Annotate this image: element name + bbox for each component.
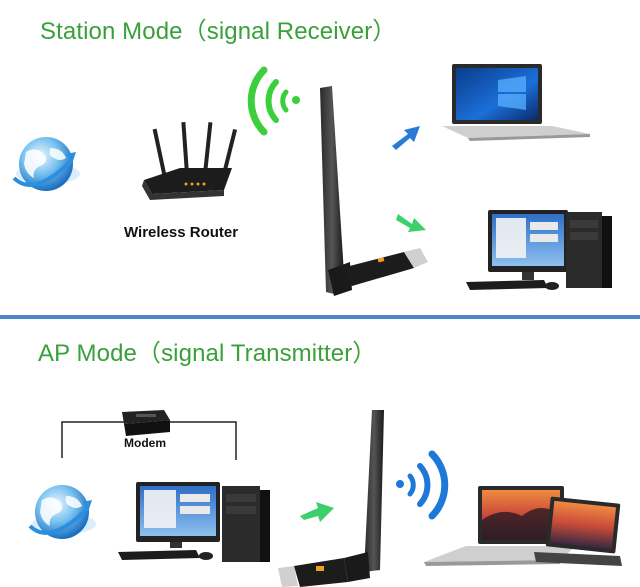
modem-connection-lines — [61, 421, 237, 460]
arrow-icon — [392, 126, 426, 232]
wifi-signal-icon — [247, 66, 300, 136]
ap-mode-title: AP Mode（signal Transmitter） — [38, 340, 377, 367]
laptop-icon — [442, 64, 590, 141]
modem-icon — [122, 410, 170, 436]
usb-wifi-adapter-icon — [278, 410, 384, 587]
arrow-icon — [300, 502, 334, 522]
station-mode-title: Station Mode（signal Receiver） — [40, 18, 397, 45]
wifi-signal-icon — [396, 450, 449, 520]
router-icon — [142, 121, 238, 200]
desktop-pc-icon — [466, 210, 612, 290]
tablet-icon — [534, 496, 622, 566]
wireless-router-label: Wireless Router — [124, 224, 239, 241]
modem-label: Modem — [124, 436, 166, 450]
globe-icon — [12, 137, 80, 191]
usb-wifi-adapter-icon — [320, 86, 428, 296]
laptop-icon — [424, 486, 576, 566]
section-divider — [0, 315, 640, 319]
globe-icon — [28, 485, 96, 539]
desktop-pc-icon — [118, 482, 270, 562]
